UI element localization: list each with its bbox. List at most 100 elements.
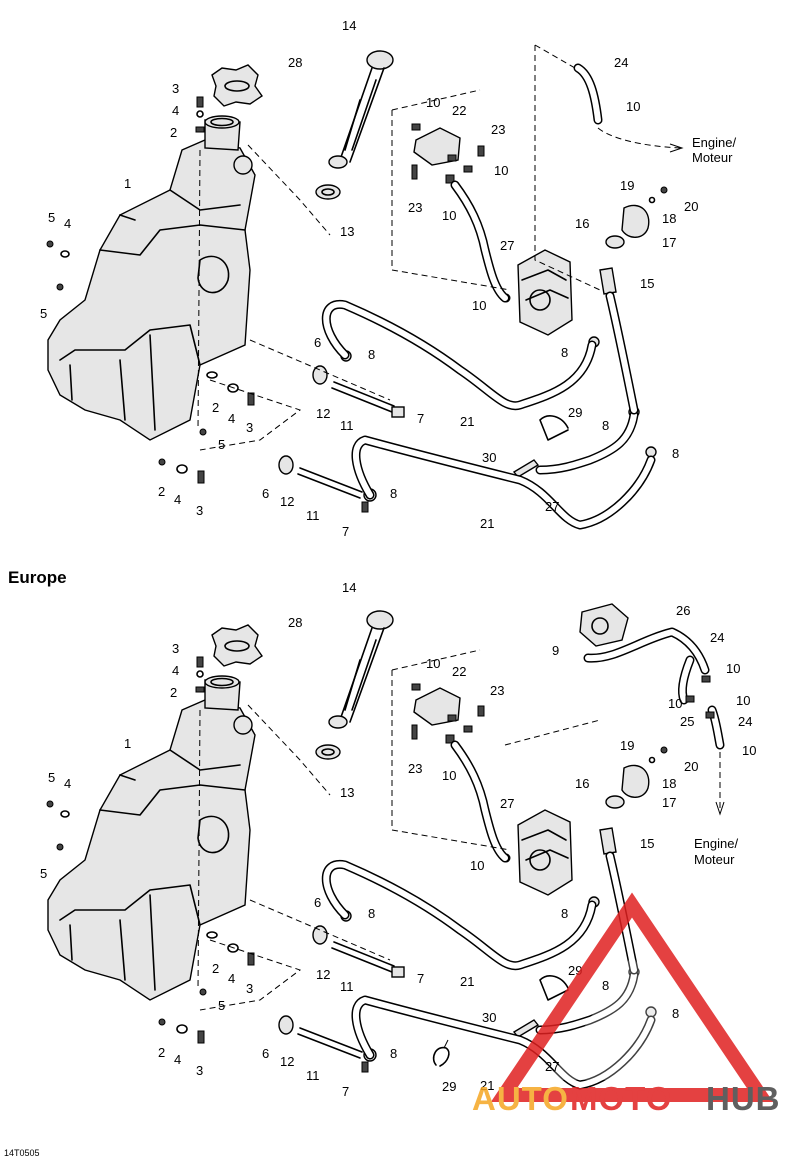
callout-label: 23 (490, 683, 504, 698)
callout-label: 10 (742, 743, 756, 758)
callout-label: 8 (561, 345, 568, 360)
callout-label: 28 (288, 55, 302, 70)
callout-label: 6 (314, 895, 321, 910)
callout-label: 10 (668, 696, 682, 711)
callout-label: 8 (390, 486, 397, 501)
callout-label: 14 (342, 18, 356, 33)
callout-label: 13 (340, 785, 354, 800)
callout-label: 21 (460, 974, 474, 989)
callout-label: 11 (306, 1068, 320, 1083)
callout-label: 16 (575, 776, 589, 791)
callout-label: 24 (738, 714, 752, 729)
callout-label: 12 (280, 494, 294, 509)
callout-label: 8 (672, 446, 679, 461)
callout-label: 17 (662, 795, 676, 810)
callout-label: 27 (545, 499, 559, 514)
callout-label: 18 (662, 211, 676, 226)
engine-note-top-line1: Engine/ (692, 135, 736, 150)
callout-label: 7 (417, 971, 424, 986)
callout-label: 8 (672, 1006, 679, 1021)
callout-label: 11 (306, 508, 320, 523)
callout-label: 11 (340, 979, 354, 994)
callout-label: 1 (124, 176, 131, 191)
figure-code: 14T0505 (4, 1148, 40, 1158)
callout-label: 10 (736, 693, 750, 708)
callout-label: 4 (228, 971, 235, 986)
callout-label: 8 (561, 906, 568, 921)
callout-label: 25 (680, 714, 694, 729)
callout-label: 1 (124, 736, 131, 751)
callout-label: 19 (620, 738, 634, 753)
callout-label: 17 (662, 235, 676, 250)
callout-label: 8 (368, 906, 375, 921)
callout-label: 7 (342, 1084, 349, 1099)
callout-label: 10 (426, 95, 440, 110)
callout-label: 26 (676, 603, 690, 618)
callout-label: 10 (472, 298, 486, 313)
section-label: Europe (8, 568, 67, 587)
callout-label: 22 (452, 664, 466, 679)
callout-label: 3 (172, 81, 179, 96)
callout-label: 27 (500, 238, 514, 253)
callout-label: 3 (172, 641, 179, 656)
callout-label: 2 (170, 685, 177, 700)
callout-label: 4 (172, 663, 179, 678)
callout-label: 10 (442, 768, 456, 783)
callout-label: 4 (228, 411, 235, 426)
callout-label: 29 (442, 1079, 456, 1094)
callout-label: 2 (212, 961, 219, 976)
callout-label: 30 (482, 1010, 496, 1025)
callout-label: 15 (640, 836, 654, 851)
callout-label: 4 (64, 216, 71, 231)
callout-label: 6 (262, 1046, 269, 1061)
callout-label: 29 (568, 405, 582, 420)
callout-label: 6 (262, 486, 269, 501)
callout-label: 28 (288, 615, 302, 630)
callout-label: 2 (212, 400, 219, 415)
callout-label: 27 (545, 1059, 559, 1074)
callout-label: 5 (218, 437, 225, 452)
callout-label: 20 (684, 759, 698, 774)
callout-label: 12 (316, 406, 330, 421)
callout-label: 27 (500, 796, 514, 811)
callout-label: 7 (417, 411, 424, 426)
callout-label: 15 (640, 276, 654, 291)
callout-label: 4 (174, 1052, 181, 1067)
callout-label: 16 (575, 216, 589, 231)
callout-label: 4 (64, 776, 71, 791)
callout-label: 11 (340, 418, 354, 433)
callout-label: 21 (480, 1078, 494, 1093)
callout-label: 23 (491, 122, 505, 137)
callout-label: 5 (218, 998, 225, 1013)
assembly-europe (47, 603, 725, 1085)
callout-label: 8 (368, 347, 375, 362)
callout-label: 19 (620, 178, 634, 193)
callout-label: 8 (390, 1046, 397, 1061)
callout-label: 12 (316, 967, 330, 982)
callout-label: 21 (460, 414, 474, 429)
engine-note-bottom-line1: Engine/ (694, 836, 738, 851)
callout-label: 4 (174, 492, 181, 507)
callout-label: 14 (342, 580, 356, 595)
callout-label: 6 (314, 335, 321, 350)
callout-label: 24 (614, 55, 628, 70)
callout-label: 2 (158, 1045, 165, 1060)
callout-label: 5 (40, 866, 47, 881)
callout-label: 5 (48, 770, 55, 785)
callout-label: 23 (408, 200, 422, 215)
callout-label: 10 (470, 858, 484, 873)
callout-label: 22 (452, 103, 466, 118)
callout-label: 4 (172, 103, 179, 118)
callout-label: 5 (48, 210, 55, 225)
callout-label: 2 (170, 125, 177, 140)
callout-label: 7 (342, 524, 349, 539)
callout-label: 5 (40, 306, 47, 321)
callout-label: 3 (196, 503, 203, 518)
callout-label: 23 (408, 761, 422, 776)
callout-label: 21 (480, 516, 494, 531)
callout-label: 12 (280, 1054, 294, 1069)
callout-label: 3 (246, 981, 253, 996)
